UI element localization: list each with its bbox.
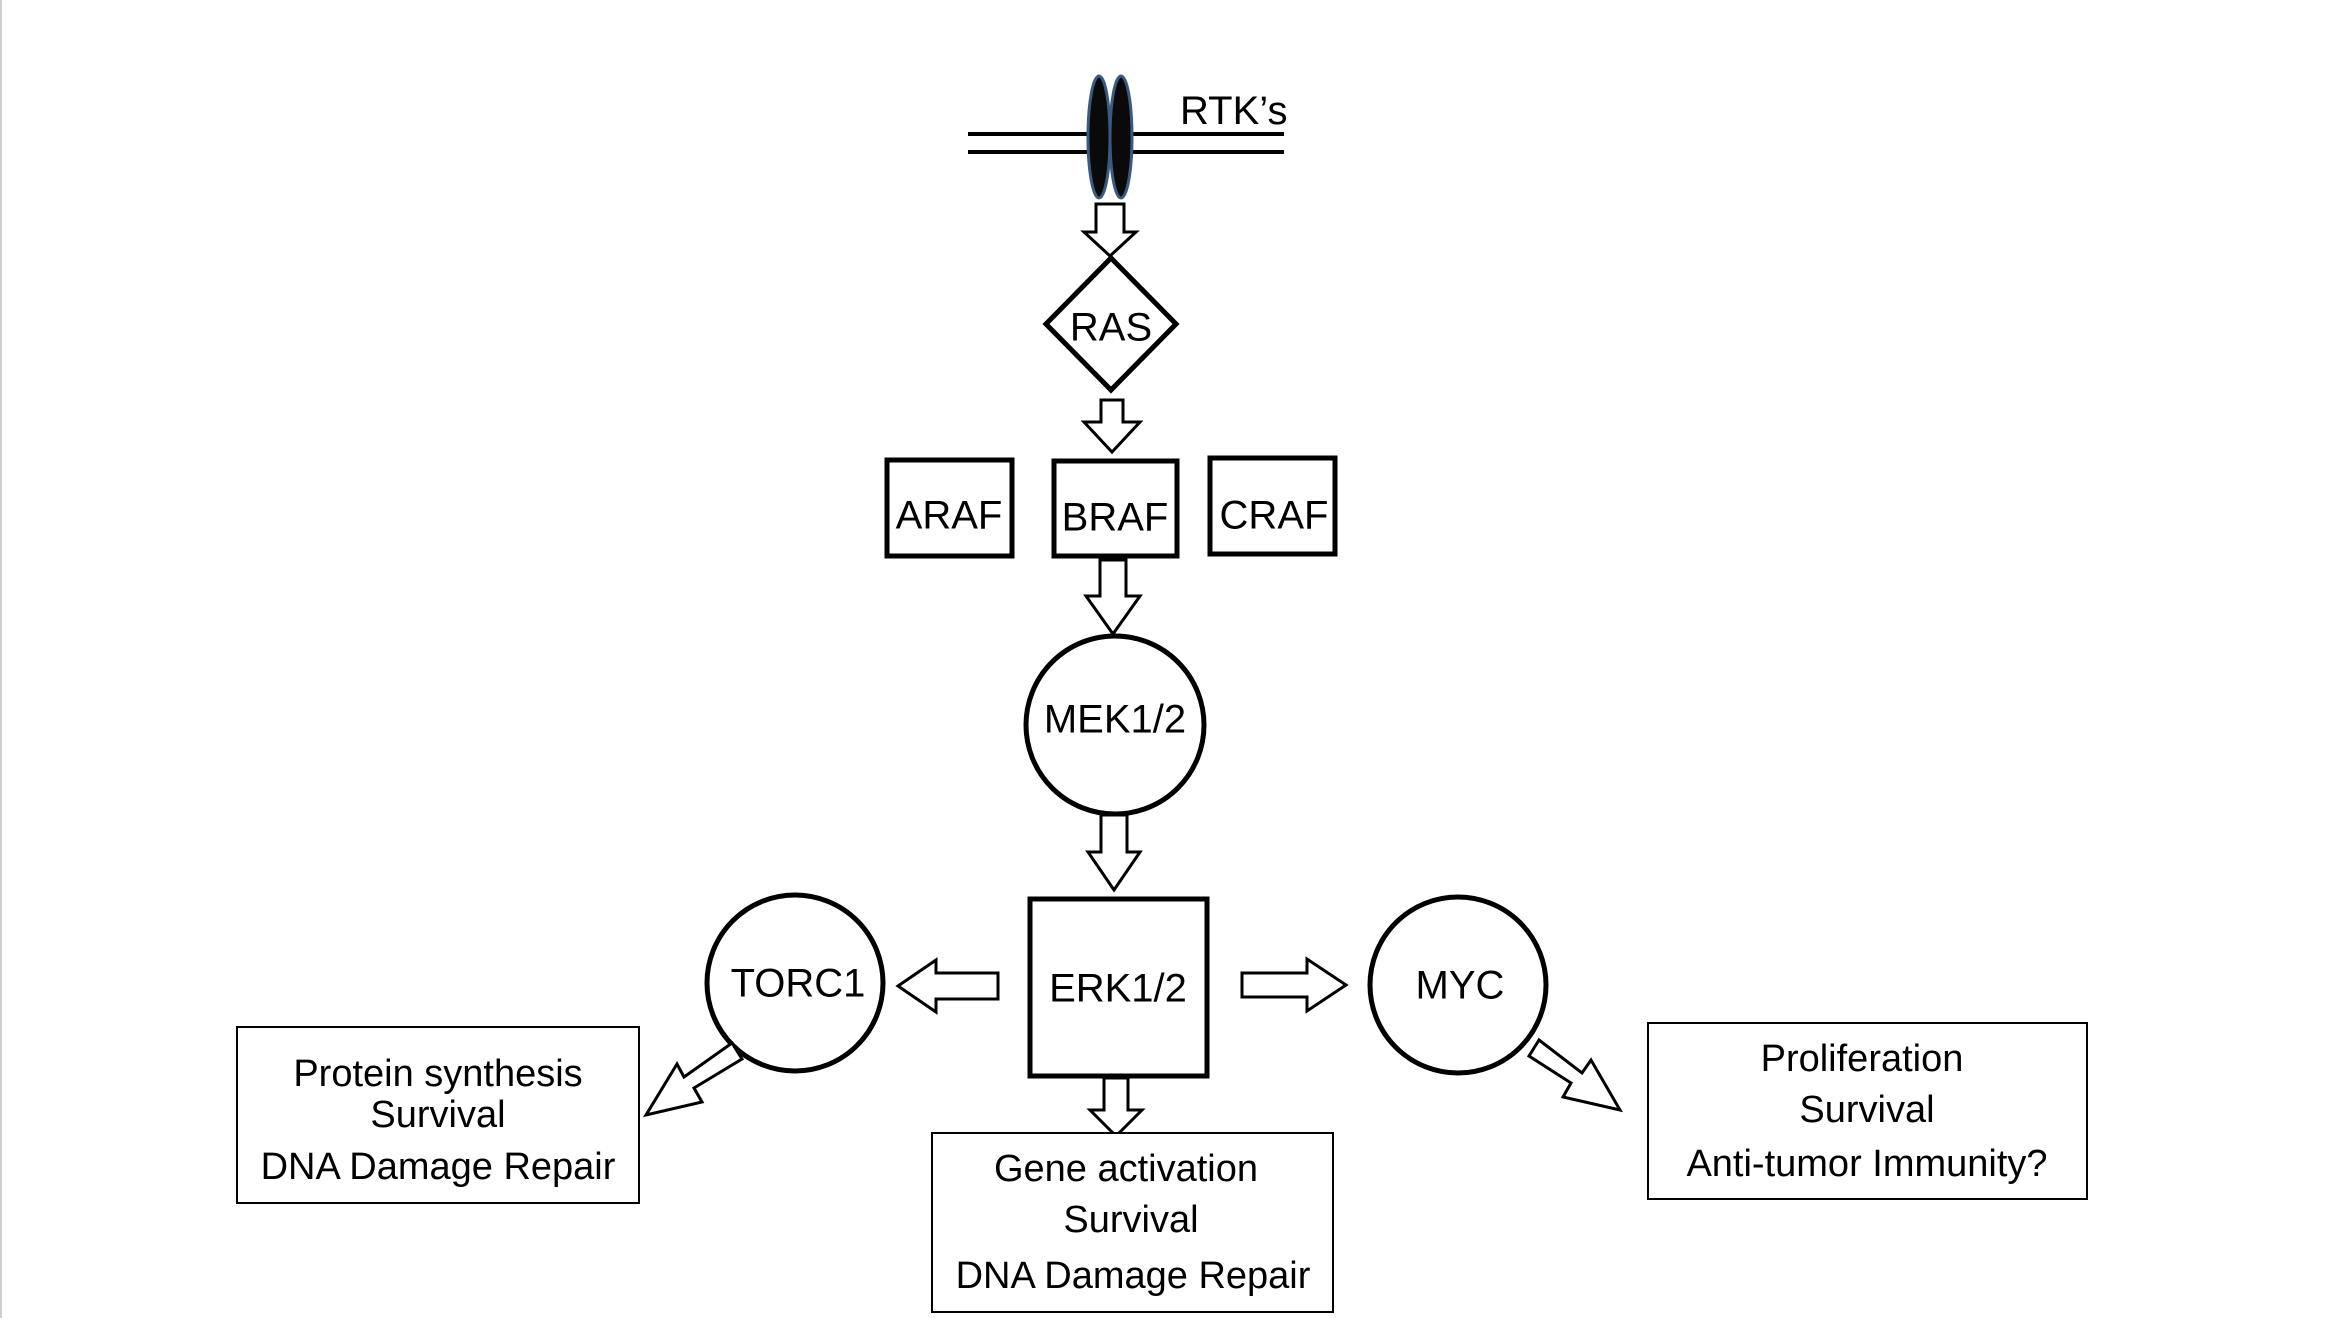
araf-node-label: ARAF [896, 494, 1003, 538]
torc1-node-shape [704, 892, 886, 1074]
myc-outcomes-box [1647, 1022, 2088, 1200]
arrow-erk-to-gene-activation [1086, 1076, 1146, 1139]
torc1-outcome-2: Survival [370, 1094, 505, 1136]
rtk-receptor [1086, 74, 1134, 200]
craf-node-shape [1207, 455, 1338, 557]
braf-node-label: BRAF [1062, 496, 1169, 540]
ras-node-shape [1042, 254, 1180, 394]
erk-outcomes-box [931, 1132, 1334, 1313]
myc-outcome-1: Proliferation [1761, 1038, 1964, 1080]
myc-outcome-3: Anti-tumor Immunity? [1686, 1143, 2047, 1185]
torc1-outcome-1: Protein synthesis [293, 1053, 582, 1095]
erk-outcome-3: DNA Damage Repair [956, 1255, 1311, 1297]
arrow-rtk-to-ras [1080, 202, 1140, 259]
arrow-mek-to-erk [1085, 813, 1143, 893]
rtk-label: RTK’s [1180, 89, 1287, 133]
erk-outcome-2: Survival [1063, 1199, 1198, 1241]
ras-node-label: RAS [1070, 306, 1152, 350]
myc-outcome-2: Survival [1799, 1089, 1934, 1131]
arrow-braf-to-mek [1083, 558, 1143, 637]
erk-node-label: ERK1/2 [1049, 967, 1187, 1011]
torc1-node-label: TORC1 [731, 962, 866, 1006]
arrow-erk-to-myc [1240, 956, 1349, 1014]
torc1-outcomes-text: Protein synthesis Survival DNA Damage Re… [261, 1053, 616, 1188]
arrow-ras-to-braf [1080, 398, 1144, 455]
craf-node-label: CRAF [1220, 494, 1329, 538]
arrow-myc-to-proliferation [1526, 1037, 1624, 1113]
araf-node-shape [884, 457, 1015, 559]
torc1-outcomes-box [236, 1026, 640, 1204]
erk-node-shape [1027, 896, 1210, 1079]
torc1-outcome-3: DNA Damage Repair [261, 1146, 616, 1188]
myc-outcomes-text: Proliferation Survival Anti-tumor Immuni… [1686, 1038, 2047, 1185]
arrow-erk-to-torc1 [895, 957, 1000, 1015]
erk-outcomes-text: Gene activation Survival DNA Damage Repa… [956, 1148, 1311, 1297]
myc-node-label: MYC [1416, 964, 1505, 1008]
braf-node-shape [1051, 458, 1180, 559]
myc-node-shape [1367, 894, 1549, 1076]
mek-node-label: MEK1/2 [1044, 698, 1186, 742]
erk-outcome-1: Gene activation [994, 1148, 1258, 1190]
arrow-torc1-to-protein-synthesis [642, 1040, 745, 1118]
